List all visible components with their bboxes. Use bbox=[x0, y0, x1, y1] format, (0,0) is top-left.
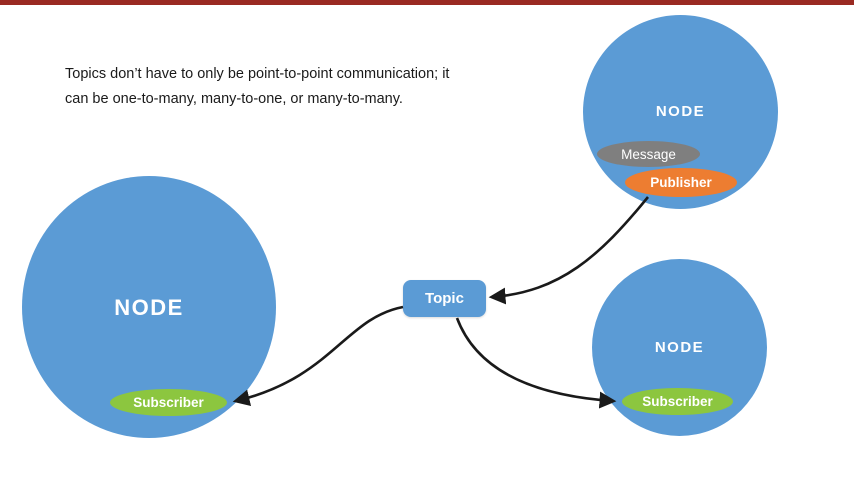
topic-box: Topic bbox=[403, 280, 486, 317]
node-left-label: NODE bbox=[114, 295, 184, 320]
caption-line-1: Topics don’t have to only be point-to-po… bbox=[65, 66, 450, 82]
node-top-right-label: NODE bbox=[655, 103, 706, 120]
arrow-topic-to-bottom-right-subscriber bbox=[455, 317, 617, 409]
caption-line-2: can be one-to-many, many-to-one, or many… bbox=[65, 90, 403, 107]
top-accent-bar bbox=[0, 0, 854, 5]
publisher-ellipse: Publisher bbox=[625, 168, 737, 197]
caption-text: Topics don’t have to only be point-to-po… bbox=[65, 62, 495, 112]
node-bottom-right-label: NODE bbox=[654, 339, 705, 356]
subscriber-ellipse-bottom-right: Subscriber bbox=[622, 388, 733, 415]
subscriber-ellipse-left: Subscriber bbox=[110, 389, 227, 416]
message-ellipse: Message bbox=[597, 141, 700, 167]
